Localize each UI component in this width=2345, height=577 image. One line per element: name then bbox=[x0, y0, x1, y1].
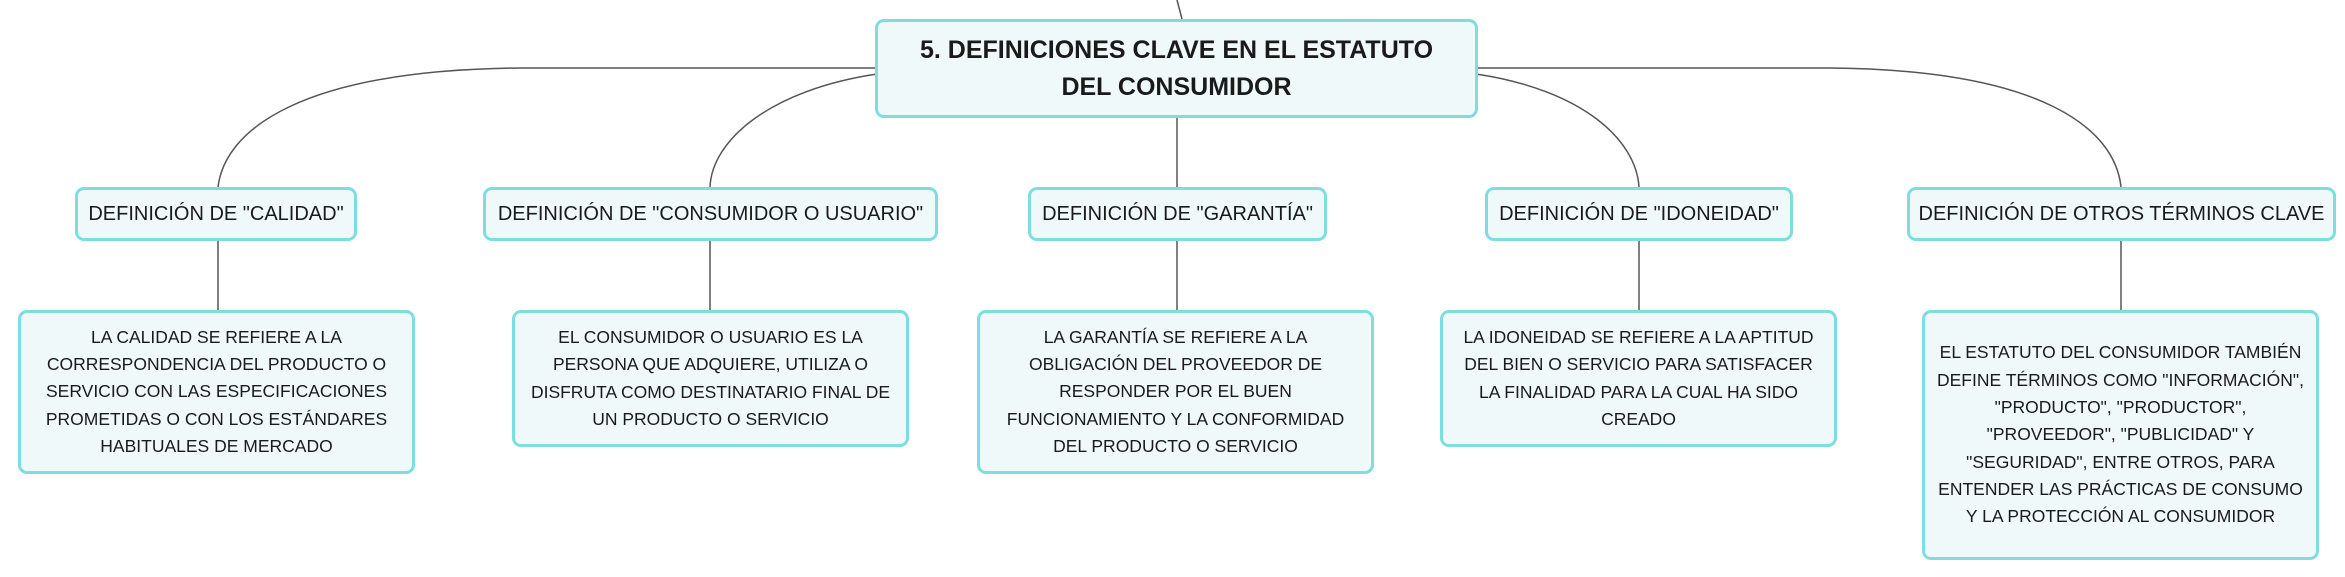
subtopic-consumidor-text: EL CONSUMIDOR O USUARIO ES LA PERSONA QU… bbox=[530, 326, 891, 429]
connector-calidad bbox=[217, 67, 877, 188]
topic-otros-terminos-label: DEFINICIÓN DE OTROS TÉRMINOS CLAVE bbox=[1918, 202, 2325, 225]
subtopic-idoneidad-text: LA IDONEIDAD SE REFIERE A LA APTITUD DEL… bbox=[1463, 326, 1814, 429]
central-topic-label: 5. DEFINICIONES CLAVE EN EL ESTATUTO DEL… bbox=[919, 35, 1434, 101]
connector-idoneidad bbox=[1475, 73, 1640, 188]
subtopic-consumidor-detail[interactable]: EL CONSUMIDOR O USUARIO ES LA PERSONA QU… bbox=[512, 310, 909, 447]
topic-idoneidad[interactable]: DEFINICIÓN DE "IDONEIDAD" bbox=[1485, 187, 1793, 241]
subtopic-calidad-detail[interactable]: LA CALIDAD SE REFIERE A LA CORRESPONDENC… bbox=[18, 310, 415, 474]
connector-consumidor bbox=[709, 73, 878, 188]
subtopic-garantia-text: LA GARANTÍA SE REFIERE A LA OBLIGACIÓN D… bbox=[1006, 326, 1345, 456]
connector-otros bbox=[1476, 67, 2122, 188]
subtopic-garantia-detail[interactable]: LA GARANTÍA SE REFIERE A LA OBLIGACIÓN D… bbox=[977, 310, 1374, 474]
topic-consumidor-usuario[interactable]: DEFINICIÓN DE "CONSUMIDOR O USUARIO" bbox=[483, 187, 938, 241]
topic-otros-terminos[interactable]: DEFINICIÓN DE OTROS TÉRMINOS CLAVE bbox=[1907, 187, 2336, 241]
topic-calidad-label: DEFINICIÓN DE "CALIDAD" bbox=[88, 202, 344, 225]
topic-consumidor-usuario-label: DEFINICIÓN DE "CONSUMIDOR O USUARIO" bbox=[497, 202, 924, 225]
topic-calidad[interactable]: DEFINICIÓN DE "CALIDAD" bbox=[75, 187, 357, 241]
subtopic-idoneidad-detail[interactable]: LA IDONEIDAD SE REFIERE A LA APTITUD DEL… bbox=[1440, 310, 1837, 447]
connector-parent-in bbox=[1176, 0, 1183, 20]
subtopic-otros-text: EL ESTATUTO DEL CONSUMIDOR TAMBIÉN DEFIN… bbox=[1937, 342, 2304, 527]
central-topic[interactable]: 5. DEFINICIONES CLAVE EN EL ESTATUTO DEL… bbox=[875, 19, 1478, 118]
topic-idoneidad-label: DEFINICIÓN DE "IDONEIDAD" bbox=[1499, 202, 1779, 225]
subtopic-calidad-text: LA CALIDAD SE REFIERE A LA CORRESPONDENC… bbox=[45, 326, 388, 456]
subtopic-otros-detail[interactable]: EL ESTATUTO DEL CONSUMIDOR TAMBIÉN DEFIN… bbox=[1922, 310, 2319, 560]
topic-garantia-label: DEFINICIÓN DE "GARANTÍA" bbox=[1042, 202, 1313, 225]
topic-garantia[interactable]: DEFINICIÓN DE "GARANTÍA" bbox=[1028, 187, 1327, 241]
